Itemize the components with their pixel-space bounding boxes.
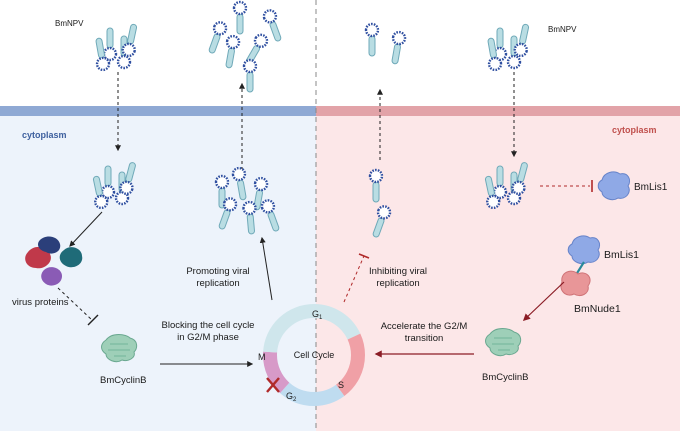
complex-to-cyclin-arrow	[522, 281, 565, 321]
right-cyclin-label: BmCyclinB	[482, 372, 528, 383]
accelerate-label-line1: Accelerate the G2/M	[381, 321, 468, 332]
lis1-label-top: BmLis1	[634, 182, 668, 193]
right-cytoplasm-label: cytoplasm	[612, 125, 657, 135]
virus-proteins-label: virus proteins	[12, 297, 69, 308]
accelerate-label-line2: transition	[405, 333, 444, 344]
right-virus-release-top	[364, 22, 408, 66]
inhibiting-label-line1: Inhibiting viral	[369, 266, 427, 277]
cyclin-b-icon	[484, 327, 522, 357]
phase-m-label: M	[258, 352, 266, 362]
phase-s-label: S	[338, 380, 344, 390]
phase-g2-label: G2	[286, 391, 297, 403]
nude1-icon	[560, 270, 591, 297]
cell-cycle-label: Cell Cycle	[294, 350, 335, 360]
protein-inhibition-line	[57, 287, 93, 321]
phase-g2-arc	[263, 304, 365, 406]
left-cytoplasm-label: cytoplasm	[22, 130, 67, 140]
promoting-arrow	[259, 236, 273, 301]
left-bmnpv-label: BmNPV	[55, 19, 84, 28]
cyclin-b-icon	[100, 333, 138, 363]
phase-m-arc	[263, 304, 365, 406]
inhibition-bar-replication	[358, 253, 370, 259]
promoting-label-line1: Promoting viral	[186, 266, 249, 277]
cell-cycle-ring	[263, 304, 365, 406]
right-bmnpv-label: BmNPV	[548, 25, 577, 34]
virus-icon	[364, 22, 380, 58]
inhibiting-line	[343, 255, 365, 303]
right-membrane	[316, 106, 680, 116]
lis1-label: BmLis1	[604, 249, 639, 261]
nude1-label: BmNude1	[574, 303, 621, 315]
protein-cluster-icon	[25, 236, 83, 286]
inhibition-bar-left	[87, 314, 99, 326]
to-proteins-arrow	[69, 211, 103, 247]
blocking-label-line2: in G2/M phase	[177, 332, 239, 343]
blocking-label-line1: Blocking the cell cycle	[162, 320, 255, 331]
left-cyclin-label: BmCyclinB	[100, 375, 146, 386]
inhibiting-label-line2: replication	[376, 278, 419, 289]
left-membrane	[0, 106, 316, 116]
promoting-label-line2: replication	[196, 278, 239, 289]
phase-s-arc	[263, 304, 365, 406]
right-virus-cluster-top	[483, 21, 534, 73]
virus-icon	[387, 29, 408, 66]
phase-g1-arc	[263, 304, 365, 406]
phase-g1-label: G1	[312, 309, 323, 321]
cross-mark-icon	[266, 377, 280, 393]
